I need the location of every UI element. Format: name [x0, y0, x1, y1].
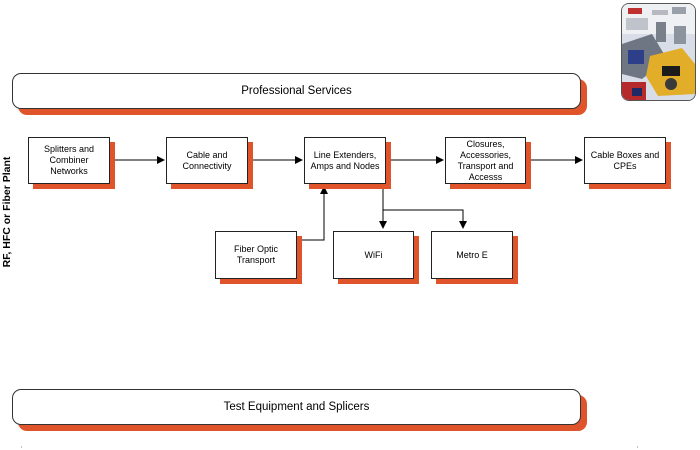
equipment-photo-icon	[622, 4, 695, 100]
fiber-optic-node: Fiber Optic Transport	[215, 231, 297, 279]
arrow-line-extenders-to-metro-e	[383, 209, 467, 229]
professional-services-label: Professional Services	[241, 85, 352, 97]
arrow-fiber-to-line-extenders	[297, 186, 328, 241]
line-extenders-node: Line Extenders, Amps and Nodes	[304, 137, 386, 184]
cable-boxes-node: Cable Boxes and CPEs	[584, 137, 666, 184]
wifi-node: WiFi	[333, 231, 414, 279]
test-equipment-band: Test Equipment and Splicers	[12, 389, 581, 425]
closures-node: Closures, Accessories, Transport and Acc…	[445, 137, 526, 184]
page-tick-left	[21, 446, 22, 448]
cable-node: Cable and Connectivity	[166, 137, 248, 184]
field-equipment-photo	[621, 3, 696, 101]
professional-services-band: Professional Services	[12, 73, 581, 109]
page-tick-right	[637, 446, 638, 448]
test-equipment-label: Test Equipment and Splicers	[223, 401, 370, 413]
splitters-node: Splitters and Combiner Networks	[28, 137, 110, 184]
metro-e-node: Metro E	[431, 231, 513, 279]
